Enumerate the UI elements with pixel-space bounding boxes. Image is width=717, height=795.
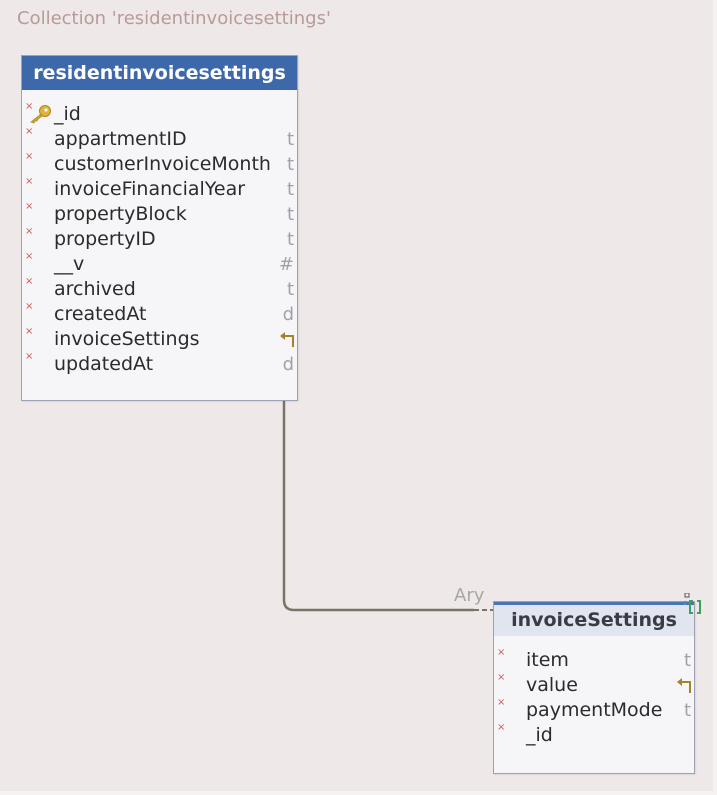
- field-name: updatedAt: [54, 353, 154, 375]
- required-marker-icon: ×: [25, 176, 34, 187]
- field-type: t: [286, 279, 294, 300]
- required-marker-icon: ×: [497, 647, 506, 658]
- field-row[interactable]: × _id: [22, 101, 297, 127]
- required-marker-icon: ×: [25, 276, 34, 287]
- required-marker-icon: ×: [25, 151, 34, 162]
- entity-residentinvoicesettings[interactable]: residentinvoicesettings × _id × appartmentI…: [21, 55, 298, 401]
- field-name: invoiceSettings: [54, 328, 200, 350]
- field-type: t: [286, 179, 294, 200]
- field-row[interactable]: × __v #: [22, 251, 297, 277]
- field-row[interactable]: × _id: [494, 722, 694, 748]
- entity-header[interactable]: residentinvoicesettings: [22, 56, 297, 90]
- field-name: _id: [526, 724, 553, 746]
- field-name: createdAt: [54, 303, 147, 325]
- field-row[interactable]: × invoiceSettings: [22, 326, 297, 352]
- field-type: t: [286, 154, 294, 175]
- canvas-edge-right: [713, 0, 717, 795]
- field-row[interactable]: × value: [494, 672, 694, 698]
- required-marker-icon: ×: [497, 722, 506, 733]
- nested-document-icon: [280, 332, 294, 347]
- collection-title: Collection 'residentinvoicesettings': [17, 8, 331, 29]
- field-row[interactable]: × propertyID t: [22, 226, 297, 252]
- primary-key-icon: [30, 105, 51, 124]
- field-row[interactable]: × updatedAt d: [22, 351, 297, 377]
- field-name: invoiceFinancialYear: [54, 178, 246, 200]
- canvas-edge-bottom: [0, 791, 717, 795]
- required-marker-icon: ×: [497, 672, 506, 683]
- field-row[interactable]: × createdAt d: [22, 301, 297, 327]
- required-marker-icon: ×: [25, 126, 34, 137]
- field-type: t: [286, 229, 294, 250]
- entity-header[interactable]: invoiceSettings: [494, 602, 694, 636]
- field-type: #: [278, 254, 294, 275]
- field-type: t: [683, 700, 691, 721]
- field-type: t: [286, 129, 294, 150]
- field-row[interactable]: × customerInvoiceMonth t: [22, 151, 297, 177]
- field-list: × _id × appartmentID t × customerInvoiceMonth t…: [22, 90, 297, 377]
- field-type: d: [282, 354, 294, 375]
- required-marker-icon: ×: [25, 301, 34, 312]
- field-name: __v: [54, 253, 85, 275]
- field-list: × item t × value × paymentMode t × _id: [494, 636, 694, 748]
- required-marker-icon: ×: [25, 351, 34, 362]
- field-type: d: [282, 304, 294, 325]
- field-type: t: [683, 650, 691, 671]
- required-marker-icon: ×: [497, 697, 506, 708]
- field-name: archived: [54, 278, 136, 300]
- required-marker-icon: ×: [25, 201, 34, 212]
- field-name: propertyID: [54, 228, 156, 250]
- field-row[interactable]: × paymentMode t: [494, 697, 694, 723]
- field-row[interactable]: × invoiceFinancialYear t: [22, 176, 297, 202]
- field-row[interactable]: × propertyBlock t: [22, 201, 297, 227]
- entity-invoicesettings[interactable]: invoiceSettings × item t × value × paymentMode…: [493, 601, 695, 774]
- array-icon: [684, 593, 701, 614]
- field-name: propertyBlock: [54, 203, 187, 225]
- nested-document-icon: [677, 678, 691, 693]
- required-marker-icon: ×: [25, 326, 34, 337]
- field-name: appartmentID: [54, 128, 187, 150]
- required-marker-icon: ×: [25, 101, 34, 112]
- field-name: item: [526, 649, 569, 671]
- field-name: customerInvoiceMonth: [54, 153, 271, 175]
- field-row[interactable]: × appartmentID t: [22, 126, 297, 152]
- required-marker-icon: ×: [25, 251, 34, 262]
- field-name: _id: [54, 103, 81, 125]
- field-type: t: [286, 204, 294, 225]
- field-row[interactable]: × item t: [494, 647, 694, 673]
- required-marker-icon: ×: [25, 226, 34, 237]
- field-name: paymentMode: [526, 699, 663, 721]
- relationship-label: Ary: [454, 585, 485, 606]
- field-name: value: [526, 674, 578, 696]
- field-row[interactable]: × archived t: [22, 276, 297, 302]
